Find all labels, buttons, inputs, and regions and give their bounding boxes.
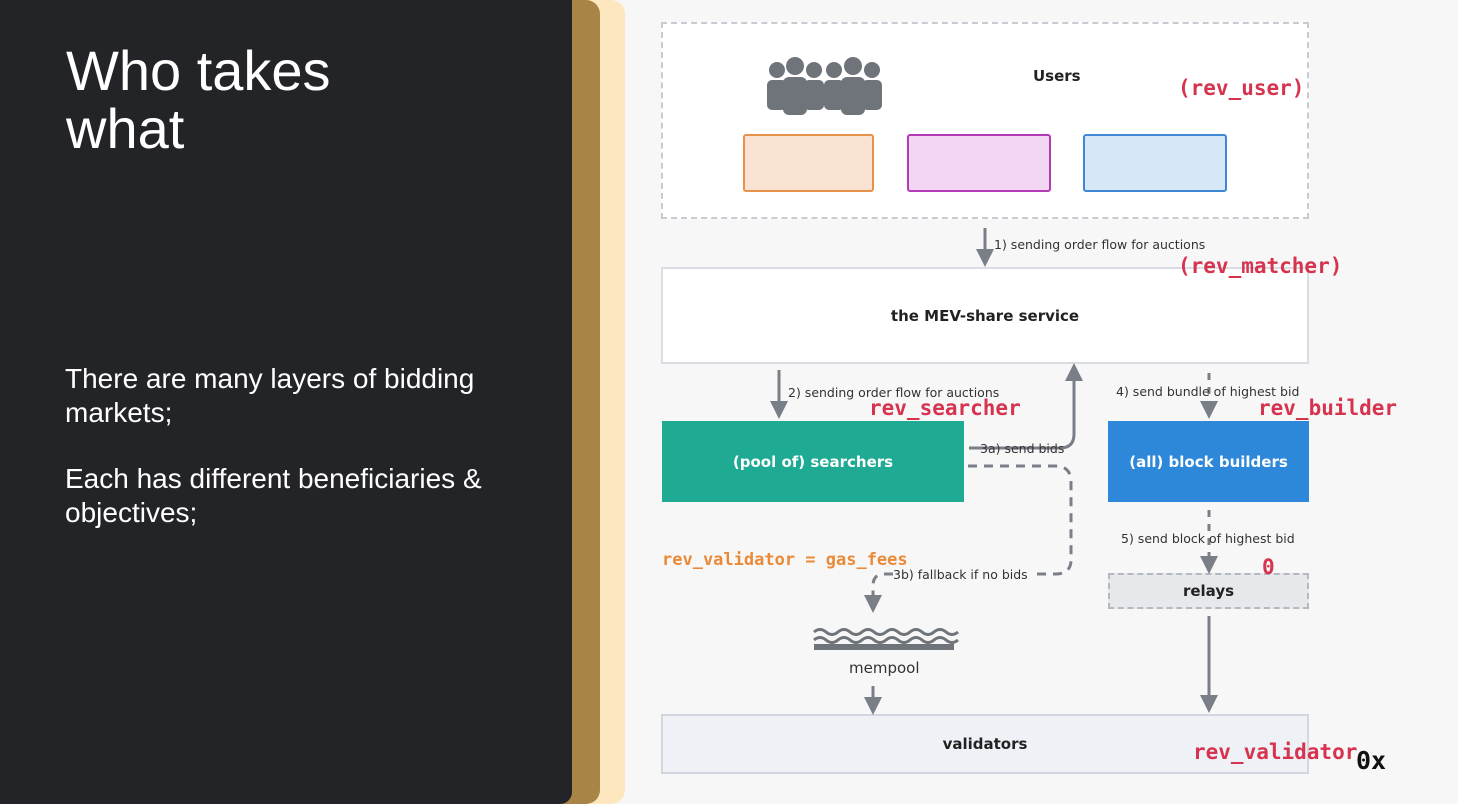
title-line-2: what	[66, 97, 185, 160]
searchers-box: (pool of) searchers	[662, 421, 964, 502]
bullet-2: Each has different beneficiaries & objec…	[65, 463, 482, 528]
rev-user-label: (rev_user)	[1178, 76, 1305, 100]
step3a-label: 3a) send bids	[980, 441, 1065, 456]
step3b-label: 3b) fallback if no bids	[893, 567, 1028, 582]
slide-text-panel: Who takes what There are many layers of …	[0, 0, 572, 804]
slide-title: Who takes what	[66, 42, 331, 158]
bullet-1: There are many layers of bidding markets…	[65, 363, 475, 428]
step1-label: 1) sending order flow for auctions	[994, 237, 1206, 252]
relays-box: relays	[1108, 573, 1309, 609]
rev-searcher-label: rev_searcher	[869, 396, 1021, 420]
step2-label: 2) sending order flow for auctions	[788, 385, 1000, 400]
validators-label: validators	[942, 735, 1028, 753]
user-card-orange	[743, 134, 874, 192]
mempool-waves-icon	[813, 628, 959, 650]
mev-share-label: the MEV-share service	[890, 306, 1080, 325]
rev-validator-gas-label: rev_validator = gas_fees	[662, 550, 908, 570]
relays-rev-zero: 0	[1262, 555, 1275, 579]
mempool-label: mempool	[849, 659, 920, 677]
mev-share-service-box: the MEV-share service	[661, 267, 1309, 364]
arrow-step3b	[873, 464, 1073, 604]
validators-box: validators	[661, 714, 1309, 774]
rev-builder-label: rev_builder	[1258, 396, 1398, 420]
step4-label: 4) send bundle of highest bid	[1116, 384, 1300, 399]
relays-label: relays	[1182, 582, 1235, 600]
title-line-1: Who takes	[66, 39, 331, 102]
user-card-purple	[907, 134, 1051, 192]
rev-matcher-label: (rev_matcher)	[1178, 254, 1343, 278]
rev-validator-label: rev_validator	[1193, 740, 1358, 764]
users-label: Users	[1033, 67, 1081, 85]
users-group-icon	[767, 57, 882, 115]
searchers-label: (pool of) searchers	[732, 452, 894, 471]
user-card-blue	[1083, 134, 1227, 192]
arrow-step3a	[969, 363, 1083, 450]
brand-logo: 0x	[1356, 746, 1387, 775]
slide-bullets: There are many layers of bidding markets…	[65, 362, 535, 562]
step5-label: 5) send block of highest bid	[1121, 531, 1295, 546]
builders-label: (all) block builders	[1129, 452, 1288, 471]
block-builders-box: (all) block builders	[1108, 421, 1309, 502]
